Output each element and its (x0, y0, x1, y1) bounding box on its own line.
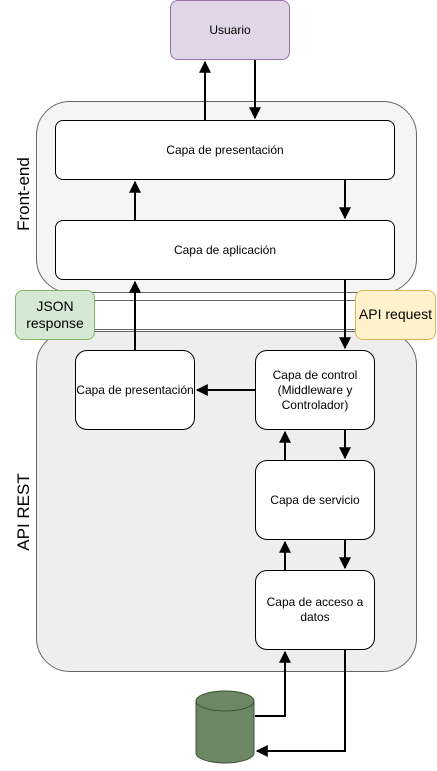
api-request-badge: API request (355, 290, 436, 340)
frontend-presentation-layer: Capa de presentación (55, 120, 395, 180)
user-node: Usuario (170, 0, 290, 60)
api-presentation-layer: Capa de presentación (75, 350, 195, 430)
frontend-application-layer: Capa de aplicación (55, 220, 395, 280)
data-access-layer: Capa de acceso a datos (255, 570, 375, 650)
control-layer: Capa de control (Middleware y Controlado… (255, 350, 375, 430)
request-response-band (36, 300, 415, 330)
json-response-badge: JSON response (15, 290, 95, 340)
arrow-data-access-to-database (255, 650, 346, 757)
database-icon (195, 690, 255, 764)
arrow-database-to-data-access (255, 650, 291, 717)
service-layer: Capa de servicio (255, 460, 375, 540)
